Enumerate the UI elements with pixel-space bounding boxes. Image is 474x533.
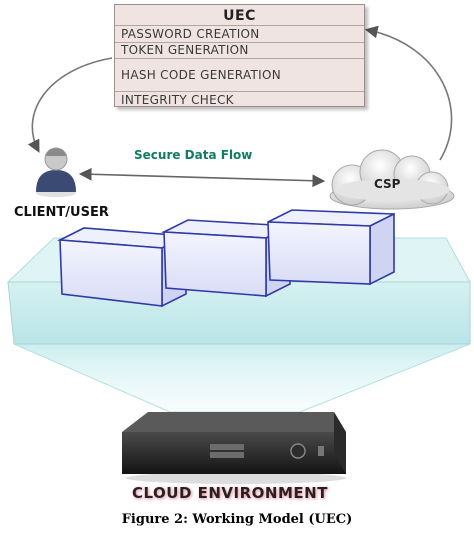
secure-data-flow-label: Secure Data Flow bbox=[134, 148, 253, 162]
uec-process-box: UEC PASSWORD CREATION TOKEN GENERATION H… bbox=[114, 4, 365, 107]
uec-title: UEC bbox=[223, 8, 256, 24]
uec-row-hash-code-generation: HASH CODE GENERATION bbox=[121, 68, 282, 82]
uec-row-integrity-check: INTEGRITY CHECK bbox=[121, 93, 234, 107]
uec-divider bbox=[115, 25, 364, 26]
csp-to-uec-arrow bbox=[364, 25, 453, 161]
uec-row-password-creation: PASSWORD CREATION bbox=[121, 27, 260, 41]
storage-cube-3 bbox=[267, 209, 395, 286]
uec-divider bbox=[115, 91, 364, 92]
server-icon bbox=[122, 412, 346, 484]
csp-cloud-icon bbox=[329, 149, 455, 210]
uec-to-client-arrow bbox=[27, 57, 113, 153]
uec-divider bbox=[115, 58, 364, 59]
figure-caption: Figure 2: Working Model (UEC) bbox=[121, 512, 353, 527]
secure-data-flow-arrow bbox=[78, 167, 326, 188]
csp-label: CSP bbox=[374, 177, 401, 191]
client-user-label: CLIENT/USER bbox=[14, 205, 109, 220]
cloud-environment-label: CLOUD ENVIRONMENT bbox=[132, 484, 328, 502]
projection-funnel bbox=[13, 343, 471, 413]
uec-divider bbox=[115, 42, 364, 43]
user-icon bbox=[36, 147, 76, 197]
uec-row-token-generation: TOKEN GENERATION bbox=[121, 43, 249, 57]
